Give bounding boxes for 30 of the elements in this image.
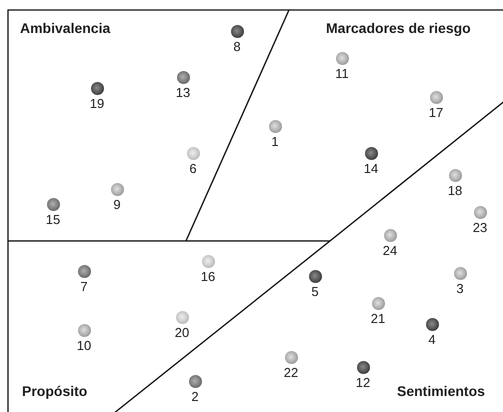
region-area — [8, 241, 330, 412]
point-number: 8 — [233, 40, 241, 53]
point-number: 24 — [382, 244, 398, 257]
point-number: 23 — [472, 221, 488, 234]
point-number: 13 — [176, 86, 190, 99]
point-number: 12 — [356, 376, 370, 389]
point-number: 14 — [364, 162, 378, 175]
point-number: 3 — [456, 282, 464, 295]
point-number: 21 — [370, 312, 386, 325]
point-number: 9 — [113, 198, 121, 211]
region-area — [8, 10, 289, 241]
point-number: 18 — [448, 184, 462, 197]
point-number: 6 — [189, 162, 197, 175]
point-number: 17 — [428, 106, 444, 119]
point-number: 15 — [46, 213, 60, 226]
region-title: Marcadores de riesgo — [326, 20, 471, 36]
region-title: Ambivalencia — [20, 20, 110, 36]
point-number: 1 — [271, 135, 279, 148]
point-number: 2 — [191, 390, 199, 403]
region-title: Propósito — [22, 383, 88, 399]
point-number: 4 — [428, 333, 436, 346]
point-number: 10 — [76, 339, 92, 352]
point-number: 5 — [311, 285, 319, 298]
point-number: 20 — [174, 326, 190, 339]
region-title: Sentimientos — [397, 383, 485, 399]
point-number: 22 — [284, 366, 298, 379]
point-number: 16 — [200, 270, 216, 283]
point-number: 7 — [80, 280, 88, 293]
point-number: 11 — [335, 67, 349, 80]
point-number: 19 — [90, 97, 104, 110]
